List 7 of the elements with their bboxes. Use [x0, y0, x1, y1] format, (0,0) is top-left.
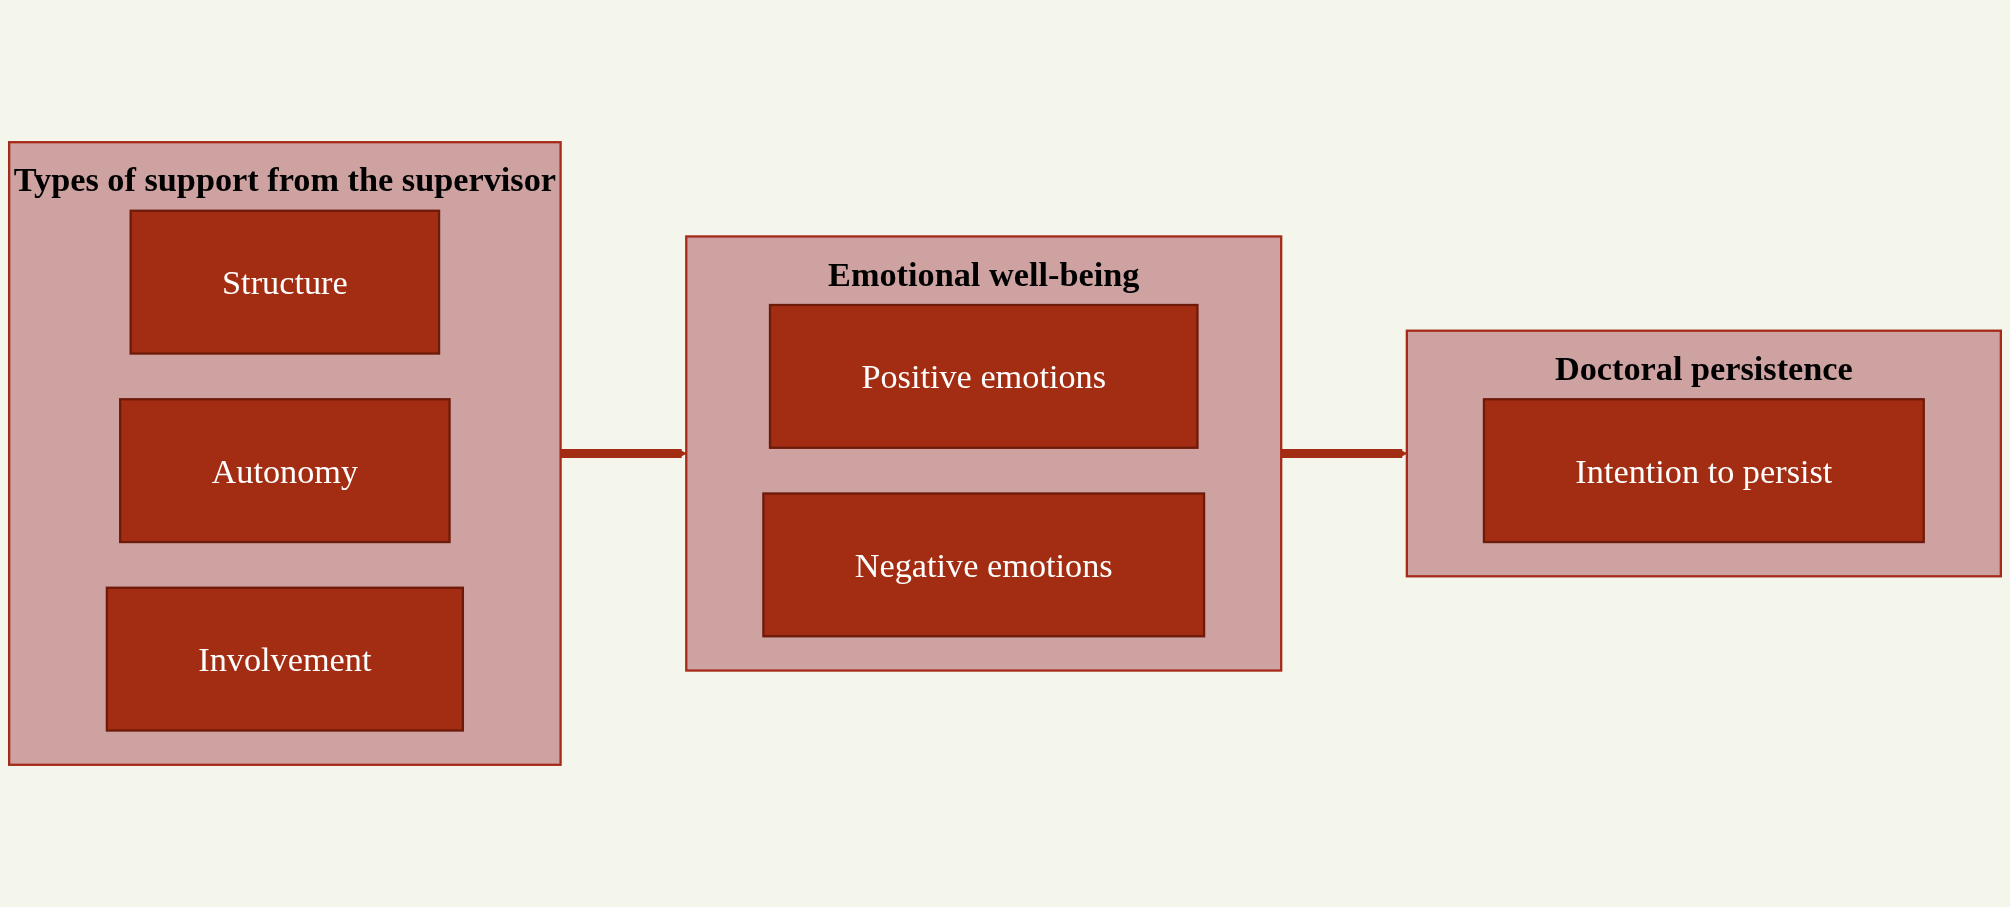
node-box: Intention to persist — [1482, 398, 1925, 544]
node-box: Negative emotions — [762, 492, 1206, 638]
node-box: Positive emotions — [768, 303, 1199, 449]
node-box: Autonomy — [119, 398, 451, 544]
node-box: Involvement — [105, 586, 464, 732]
arrow — [560, 448, 687, 459]
node-box: Structure — [129, 209, 441, 355]
